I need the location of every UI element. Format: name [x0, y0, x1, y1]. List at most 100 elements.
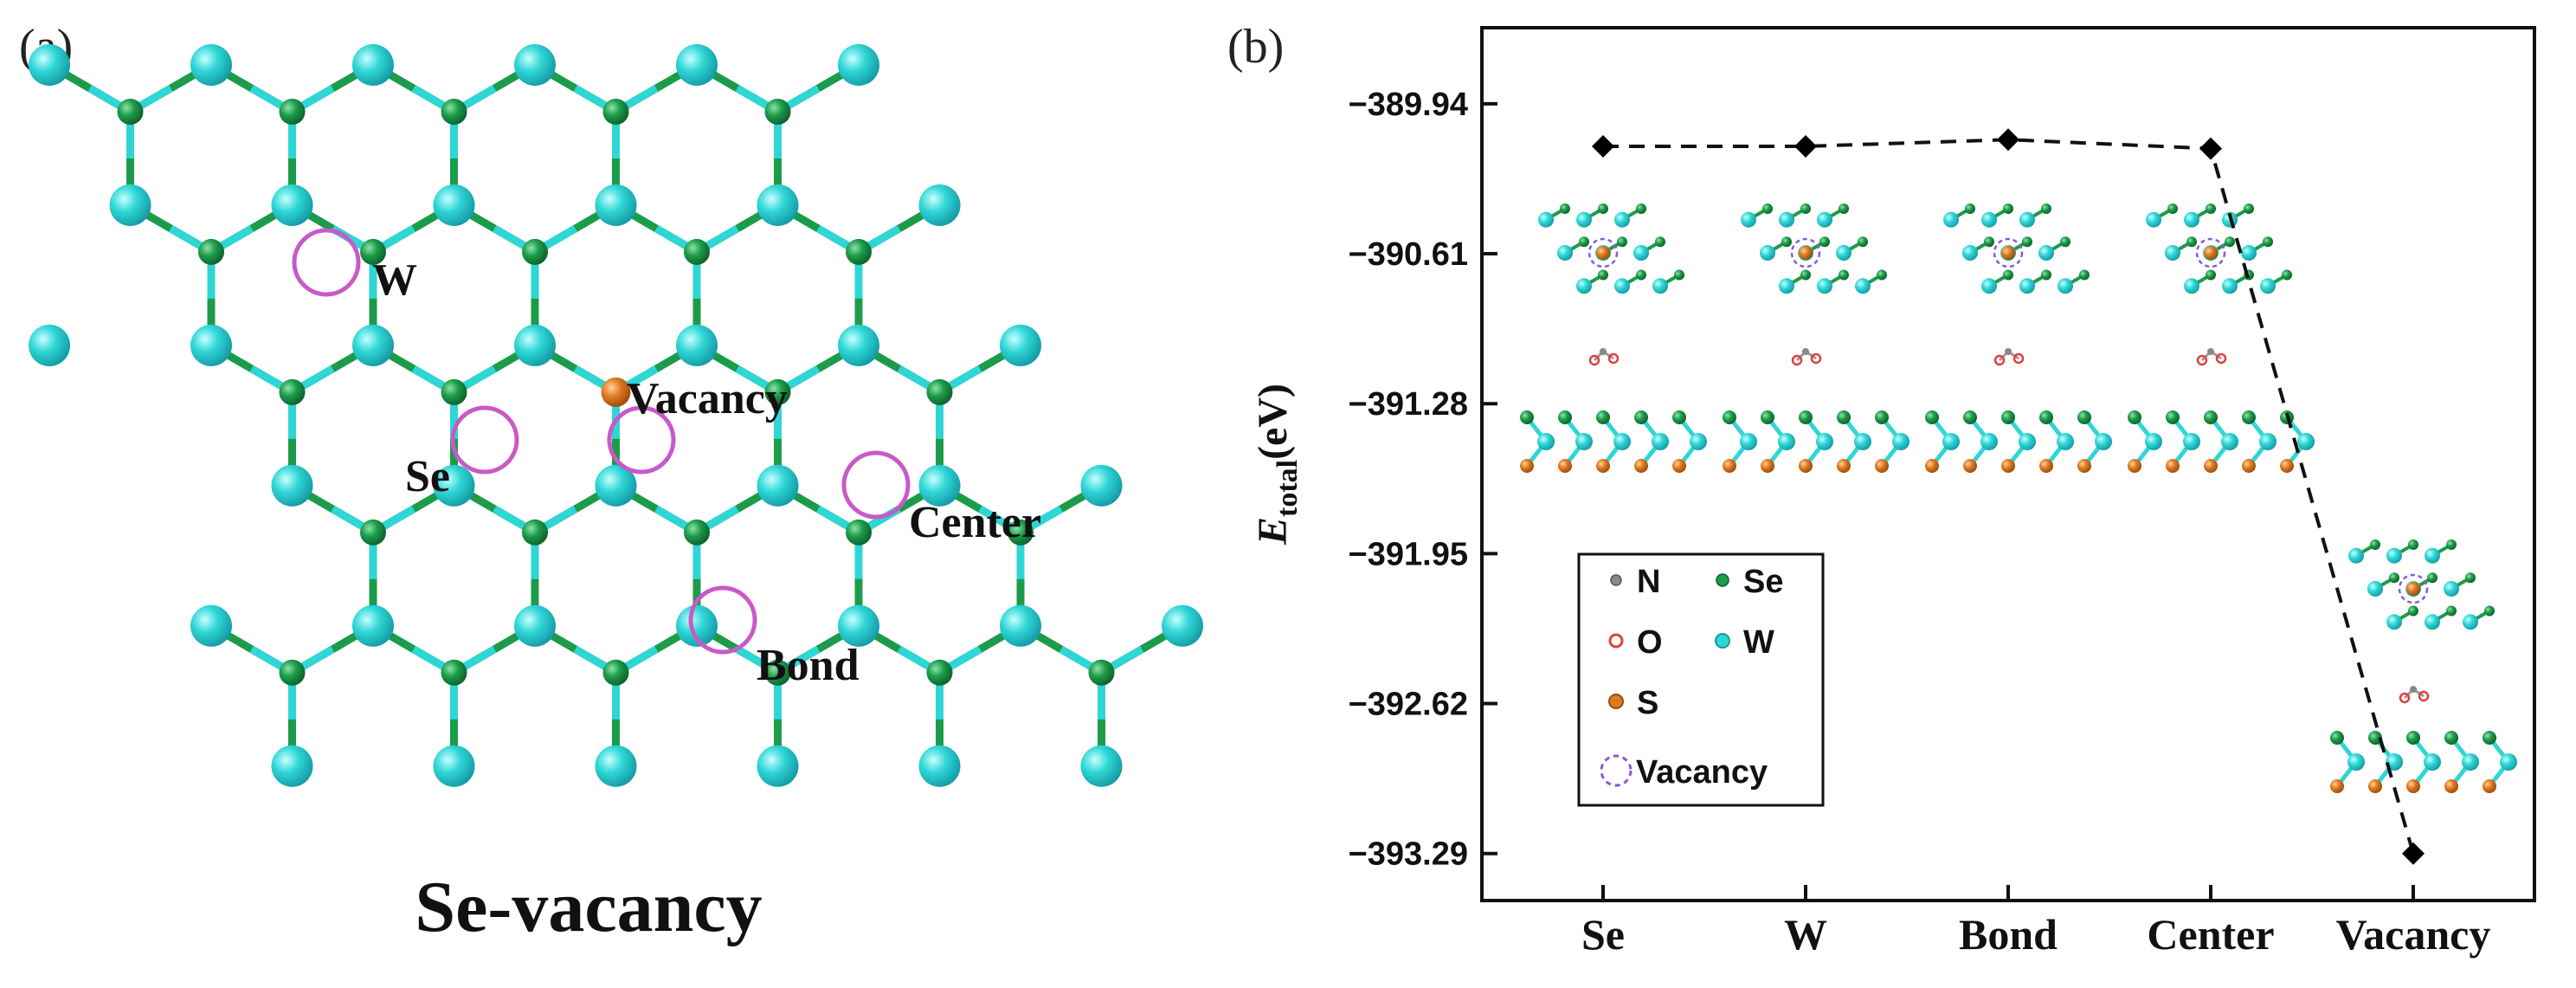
inset-se-atom	[2225, 236, 2235, 248]
se-atom	[846, 238, 872, 265]
w-atom-icon	[1715, 633, 1730, 649]
inset-w-atom	[2297, 433, 2315, 450]
w-atom	[757, 745, 799, 787]
inset-se-atom	[2077, 410, 2091, 424]
w-atom	[271, 464, 313, 507]
inset-se-atom	[2003, 203, 2013, 214]
inset-w-atom	[1855, 278, 1871, 294]
y-tick-label: −390.61	[1349, 236, 1468, 273]
inset-se-atom	[1781, 236, 1792, 248]
inset-se-atom	[1761, 410, 1774, 424]
inset-n-atom	[2207, 348, 2214, 355]
o-atom-icon	[1608, 633, 1624, 649]
w-atom	[918, 464, 961, 507]
data-point	[1997, 128, 2019, 152]
inset-w-atom	[2057, 433, 2074, 450]
inset-w-atom	[1962, 245, 1978, 261]
se-atom	[926, 659, 953, 686]
inset-se-atom	[2408, 539, 2418, 550]
inset-w-atom	[1779, 278, 1794, 294]
inset-top-view	[2348, 539, 2495, 630]
inset-s-atom	[1799, 459, 1813, 473]
inset-s-atom	[2001, 459, 2015, 473]
inset-w-atom	[1816, 433, 1833, 450]
inset-side-view	[1723, 410, 1909, 473]
se-atom	[441, 98, 467, 125]
inset-s-atom	[2039, 459, 2053, 473]
inset-w-atom	[2019, 278, 2035, 294]
inset-o-atom	[1993, 354, 2006, 366]
inset-w-atom	[1942, 433, 1960, 450]
inset-se-atom	[2282, 269, 2292, 281]
inset-o-atom	[2399, 692, 2411, 704]
data-point	[2199, 137, 2222, 160]
y-tick-label: −391.95	[1349, 536, 1468, 572]
inset-s-atom	[2077, 459, 2091, 473]
inset-se-atom	[1558, 410, 1572, 424]
inset-w-atom	[2019, 211, 2035, 228]
inset-o-atom	[1791, 354, 1803, 366]
inset-w-atom	[2241, 245, 2257, 261]
inset-s-atom	[2204, 459, 2218, 473]
inset-vacancy-ring	[1790, 237, 1821, 268]
w-atom	[271, 745, 313, 787]
inset-se-atom	[1819, 236, 1830, 248]
inset-se-atom	[2001, 410, 2015, 424]
inset-s-atom	[1558, 459, 1572, 473]
w-atom	[271, 184, 313, 226]
w-atom	[433, 464, 475, 507]
site-markers	[292, 228, 911, 655]
inset-se-atom	[2186, 236, 2197, 248]
w-atom	[514, 604, 556, 647]
w-atom	[1080, 464, 1123, 507]
se-atom	[279, 659, 306, 686]
w-atom	[29, 44, 70, 86]
inset-w-atom	[2145, 433, 2162, 450]
w-atom	[352, 324, 394, 366]
inset-se-atom	[2389, 572, 2399, 584]
w-atom	[757, 184, 799, 226]
inset-se-atom	[1598, 203, 1608, 214]
y-axis-label: Etotal(eV)	[1250, 384, 1304, 546]
se-atom	[117, 98, 144, 125]
inset-se-atom	[1655, 236, 1665, 248]
inset-se-atom	[1634, 410, 1648, 424]
w-atom	[1000, 324, 1041, 366]
inset-se-atom	[1858, 236, 1868, 248]
inset-se-atom	[1560, 203, 1570, 214]
inset-se-atom	[2484, 605, 2495, 617]
inset-se-atom	[2242, 410, 2256, 424]
inset-w-atom	[2386, 547, 2402, 564]
w-atom	[352, 44, 394, 86]
se-atom	[764, 98, 791, 125]
w-atom	[838, 44, 879, 86]
bond-site-label: Bond	[757, 641, 860, 690]
w-atom	[433, 745, 475, 787]
inset-w-atom	[1576, 278, 1592, 294]
se-atom	[926, 378, 953, 405]
inset-w-atom	[2462, 753, 2479, 771]
inset-w-atom	[2095, 433, 2112, 450]
inset-o-atom	[2215, 352, 2227, 365]
inset-no2-molecule	[2399, 686, 2430, 704]
inset-w-atom	[1836, 245, 1852, 261]
inset-w-atom	[2500, 753, 2517, 771]
y-tick-label: −393.29	[1349, 836, 1468, 873]
inset-se-atom	[1723, 410, 1736, 424]
inset-se-atom	[2206, 269, 2216, 281]
inset-w-atom	[1537, 433, 1555, 450]
panel-b-label: (b)	[1227, 20, 1284, 74]
inset-n-atom	[2410, 686, 2417, 693]
inset-s-atom	[2483, 779, 2496, 793]
w-atom	[514, 44, 556, 86]
inset-se-atom	[2003, 269, 2013, 281]
w-atom	[676, 324, 718, 366]
inset-s-atom	[2444, 779, 2458, 793]
inset-se-atom	[2244, 203, 2254, 214]
inset-w-atom	[1943, 211, 1959, 228]
inset-w-atom	[1538, 211, 1554, 228]
inset-o-atom	[1810, 352, 1822, 365]
inset-se-atom	[2408, 605, 2418, 617]
inset-se-atom	[2427, 572, 2438, 584]
